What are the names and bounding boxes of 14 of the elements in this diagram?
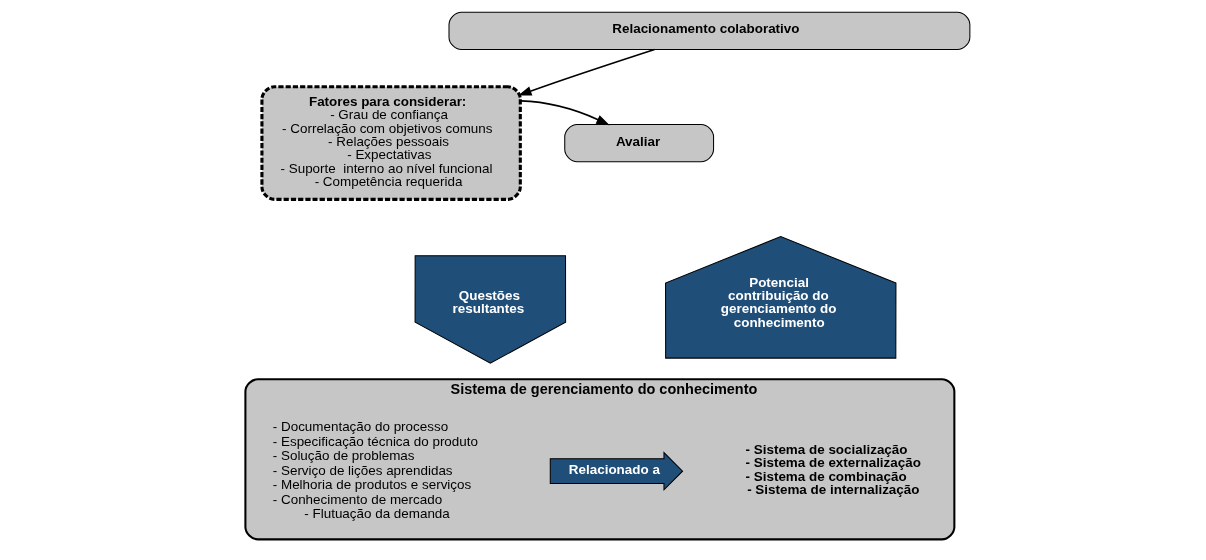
label: - Especificação técnica do produto [272, 433, 478, 449]
node-box: Relacionamento colaborativo [448, 11, 970, 51]
node-box: Fatores para considerar: - Grau de confiança - Correlação com objetivos comuns - Relações pessoais - Expectativas - Suporte interno ao nível funcional - Competência requerida [259, 85, 522, 201]
node-box: Avaliar [563, 123, 714, 163]
label: - Solução de problemas [272, 448, 415, 464]
label: - Sistema de internalização [746, 482, 919, 498]
label: - Melhoria de produtos e serviços [272, 477, 471, 493]
label: - Serviço de lições aprendidas [272, 462, 453, 478]
label: - Sistema de socialização [745, 442, 907, 458]
label: - Conhecimento de mercado [272, 491, 442, 507]
arrow [519, 100, 610, 126]
arrow [517, 48, 655, 96]
label: - Documentação do processo [272, 419, 448, 435]
label: - Flutuação da demanda [303, 506, 450, 522]
